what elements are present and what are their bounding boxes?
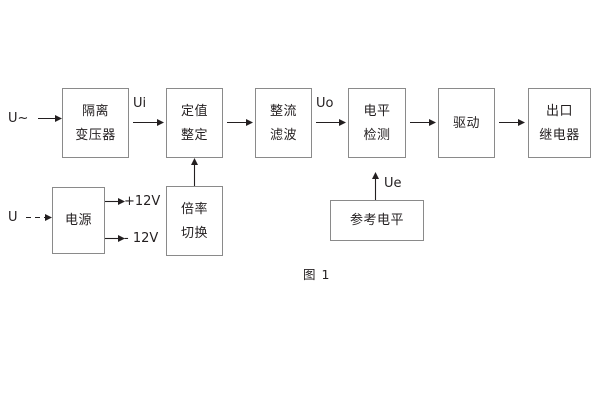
block-reference-level: 参考电平 — [330, 200, 424, 241]
arrow-drive-to-output-relay — [499, 118, 525, 127]
arrow-level-detect-to-drive — [410, 118, 436, 127]
block-isolation-transformer-line-2: 变压器 — [75, 127, 116, 143]
power-rail-positive-label: +12V — [124, 194, 161, 209]
block-multiplier-switch-line-2: 切换 — [180, 225, 208, 241]
signal-label-ue: Ue — [384, 176, 402, 191]
input-label-ac: U~ — [8, 111, 29, 126]
block-power-supply: 电源 — [52, 187, 105, 254]
block-rectify-filter-line-2: 滤波 — [269, 127, 297, 143]
signal-label-ui: Ui — [133, 96, 147, 111]
arrow-isolation-transformer-to-setpoint-adjust — [133, 118, 164, 127]
power-rail-negative-label: - 12V — [124, 231, 159, 246]
arrow-multiplier-switch-to-setpoint-adjust — [190, 158, 199, 186]
arrow-power-rail-negative — [105, 234, 125, 243]
arrow-reference-level-to-level-detect — [371, 172, 380, 200]
block-isolation-transformer-line-1: 隔离 — [81, 103, 109, 119]
block-level-detect-line-2: 检测 — [363, 127, 391, 143]
block-output-relay-line-1: 出口 — [545, 103, 573, 119]
block-multiplier-switch-line-1: 倍率 — [180, 201, 208, 217]
block-setpoint-adjust-line-2: 整定 — [180, 127, 208, 143]
arrow-setpoint-adjust-to-rectify-filter — [227, 118, 253, 127]
arrow-rectify-filter-to-level-detect — [316, 118, 346, 127]
figure-caption: 图 1 — [303, 267, 331, 282]
block-level-detect: 电平 检测 — [348, 88, 406, 158]
block-rectify-filter: 整流 滤波 — [255, 88, 312, 158]
block-level-detect-line-1: 电平 — [363, 103, 391, 119]
arrow-dc-to-power-supply — [26, 213, 52, 222]
input-label-dc: U — [8, 210, 18, 225]
signal-label-uo: Uo — [316, 96, 334, 111]
block-isolation-transformer: 隔离 变压器 — [62, 88, 129, 158]
block-rectify-filter-line-1: 整流 — [269, 103, 297, 119]
arrow-ac-to-isolation-transformer — [38, 114, 62, 123]
block-drive: 驱动 — [438, 88, 495, 158]
block-setpoint-adjust-line-1: 定值 — [180, 103, 208, 119]
block-setpoint-adjust: 定值 整定 — [166, 88, 223, 158]
arrow-power-rail-positive — [105, 197, 125, 206]
block-power-supply-line-1: 电源 — [64, 213, 92, 228]
block-output-relay: 出口 继电器 — [528, 88, 591, 158]
block-reference-level-line-1: 参考电平 — [349, 213, 404, 228]
block-drive-line-1: 驱动 — [452, 115, 480, 131]
block-multiplier-switch: 倍率 切换 — [166, 186, 223, 256]
block-output-relay-line-2: 继电器 — [539, 127, 580, 143]
